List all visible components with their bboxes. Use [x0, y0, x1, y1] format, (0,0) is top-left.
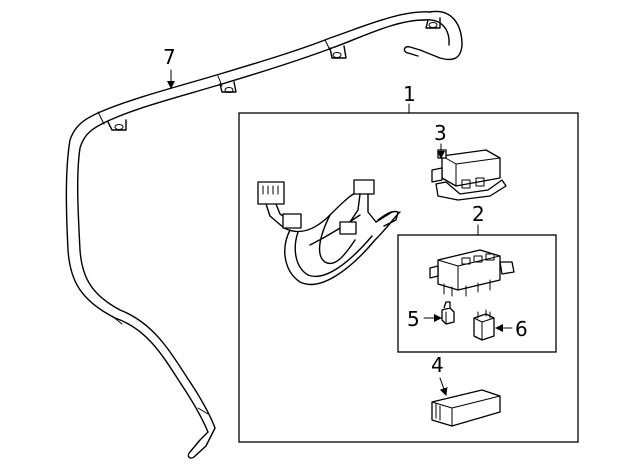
assembly-box-part-1 [238, 112, 579, 443]
callout-1: 1 [403, 82, 416, 106]
callout-5: 5 [407, 307, 420, 331]
relay-part-6 [473, 309, 495, 341]
cover-part-4 [431, 389, 501, 427]
callout-3: 3 [434, 121, 447, 145]
mounting-tab [425, 17, 441, 29]
relay-block-part-2 [429, 249, 515, 297]
leader-line-4 [439, 377, 448, 396]
mounting-tab [219, 81, 237, 93]
relay-box-part-2 [397, 234, 557, 353]
callout-7: 7 [163, 45, 176, 69]
mounting-tab [107, 119, 127, 131]
inner-wiring-harness [257, 179, 401, 286]
callout-4: 4 [431, 353, 444, 377]
mounting-tab [329, 45, 347, 59]
callout-6: 6 [515, 317, 528, 341]
callout-2: 2 [472, 202, 485, 226]
module-part-3 [431, 149, 507, 201]
fuse-part-5 [441, 301, 455, 325]
harness-cable-part-7 [65, 10, 463, 459]
